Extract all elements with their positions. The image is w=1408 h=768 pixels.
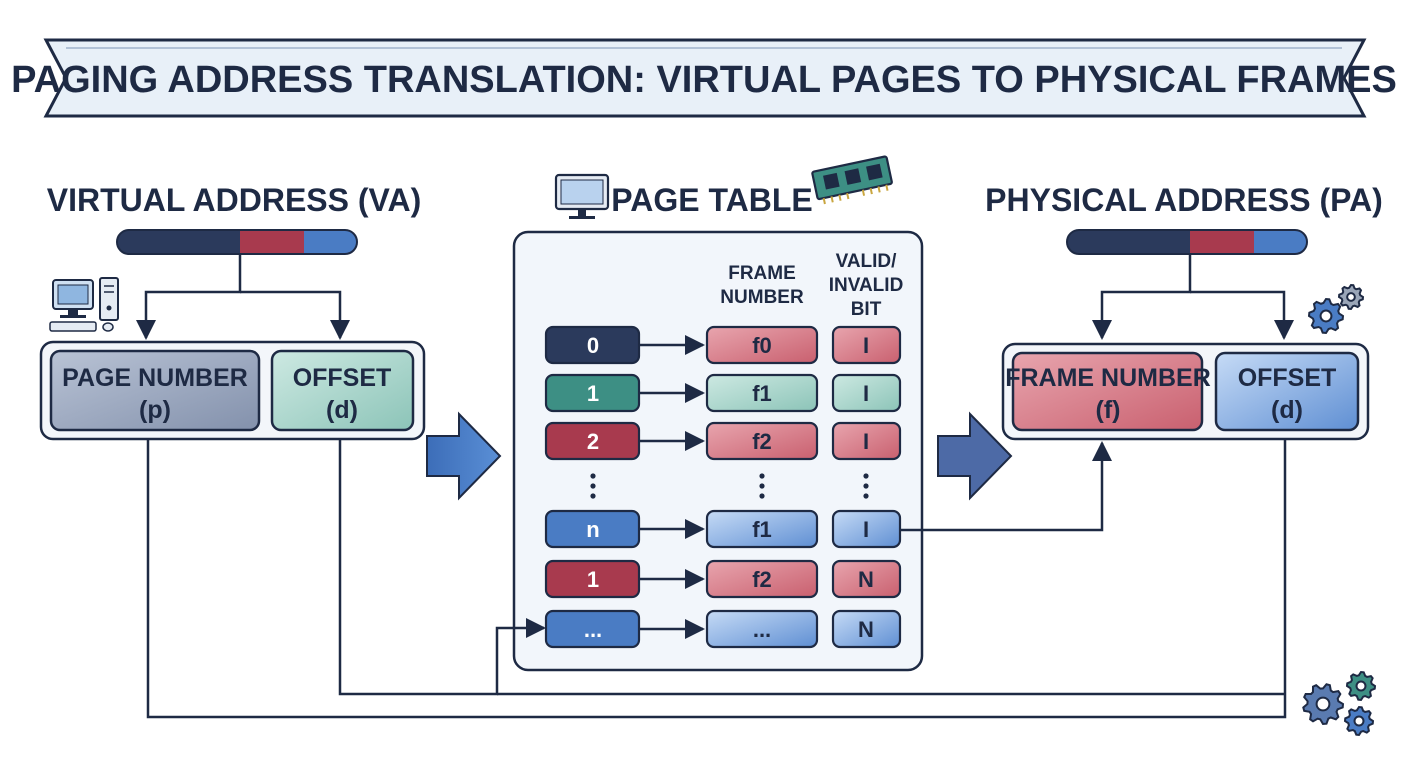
frame-cell (705, 373, 819, 413)
frame-number-header-line2: NUMBER (720, 287, 804, 308)
translation-arrow-out (937, 411, 1013, 501)
gear-hub (1353, 715, 1365, 727)
page-number-loop-wire (146, 439, 1287, 719)
valid-bit-label: I (863, 333, 869, 358)
virtual-address-bit-bar (116, 229, 358, 255)
frame-cell-label: f0 (752, 333, 772, 358)
page-table-row: 2 f2 I (544, 421, 902, 461)
memory-chip-icon (811, 155, 893, 205)
page-number-label: PAGE NUMBER (62, 364, 248, 392)
monitor-icon (554, 173, 610, 219)
page-table-row: ...... N (544, 609, 902, 649)
valid-bit-label: I (863, 517, 869, 542)
valid-bit-label: N (858, 567, 874, 592)
frame-cell-label: f2 (752, 429, 772, 454)
page-cell-label: ... (584, 617, 602, 642)
page-cell-label: 0 (587, 333, 599, 358)
page-number-field (49, 349, 261, 432)
valid-bit-header-line2: INVALID (829, 275, 904, 296)
frame-cell (705, 325, 819, 365)
title-banner: PAGING ADDRESS TRANSLATION: VIRTUAL PAGE… (11, 38, 1397, 118)
page-cell-label: 2 (587, 429, 599, 454)
physical-address-section: PHYSICAL ADDRESS (PA) FRAME NUMBER (f) O… (985, 182, 1383, 441)
page-cell-label: 1 (587, 381, 599, 406)
frame-cell (705, 509, 819, 549)
gears-icon (1302, 283, 1377, 737)
valid-bit-cell (831, 373, 902, 413)
desktop-computer-icon (49, 277, 119, 332)
valid-bit-header-line1: VALID/ (836, 251, 898, 272)
frame-cell (705, 421, 819, 461)
page-table-heading: PAGE TABLE (611, 182, 812, 218)
page-cell-label: 1 (587, 567, 599, 592)
offset-field (270, 349, 415, 432)
frame-number-field (1011, 351, 1204, 432)
physical-address-heading: PHYSICAL ADDRESS (PA) (985, 182, 1383, 218)
page-table-row: 1 f1 I (544, 373, 902, 413)
valid-bit-cell (831, 325, 902, 365)
gear-hub (1319, 309, 1333, 323)
frame-cell-label: f1 (752, 381, 772, 406)
physical-address-bit-bar (1066, 229, 1308, 255)
physical-offset-label: OFFSET (1238, 364, 1337, 392)
virtual-address-heading: VIRTUAL ADDRESS (VA) (47, 182, 422, 218)
physical-offset-symbol: (d) (1271, 396, 1303, 424)
valid-bit-cell (831, 559, 902, 599)
valid-bit-label: N (858, 617, 874, 642)
frame-lookup-wire (900, 441, 1112, 532)
gear-hub (1346, 292, 1356, 302)
gear-hub (1355, 680, 1367, 692)
frame-cell-label: f1 (752, 517, 772, 542)
valid-bit-header-line3: BIT (851, 299, 882, 320)
frame-cell (705, 559, 819, 599)
gear-hub (1315, 696, 1331, 712)
page-table-row: n f1 I (544, 509, 902, 549)
valid-bit-label: I (863, 381, 869, 406)
frame-cell (705, 609, 819, 649)
valid-bit-cell (831, 609, 902, 649)
offset-label: OFFSET (293, 364, 392, 392)
virtual-address-section: VIRTUAL ADDRESS (VA) PAGE NUMBER (p) OFF… (39, 182, 426, 441)
page-table-section: PAGE TABLE FRAME NUMBER VALID/ (512, 155, 924, 672)
valid-bit-label: I (863, 429, 869, 454)
title-ribbon (43, 38, 1367, 118)
frame-number-label: FRAME NUMBER (1005, 364, 1211, 392)
page-cell-label: n (586, 517, 599, 542)
page-table-row: 0 f0 I (544, 325, 902, 365)
offset-symbol: (d) (326, 396, 358, 424)
page-title: PAGING ADDRESS TRANSLATION: VIRTUAL PAGE… (11, 59, 1397, 101)
frame-cell-label: f2 (752, 567, 772, 592)
frame-number-symbol: (f) (1096, 396, 1121, 424)
table-ellipsis-row (590, 473, 869, 499)
page-number-symbol: (p) (139, 396, 171, 424)
valid-bit-cell (831, 421, 902, 461)
page-table-row: 1 f2 N (544, 559, 902, 599)
physical-offset-field (1214, 351, 1360, 432)
translation-arrow-in (426, 411, 502, 501)
frame-number-header-line1: FRAME (728, 263, 796, 284)
frame-cell-label: ... (753, 617, 771, 642)
